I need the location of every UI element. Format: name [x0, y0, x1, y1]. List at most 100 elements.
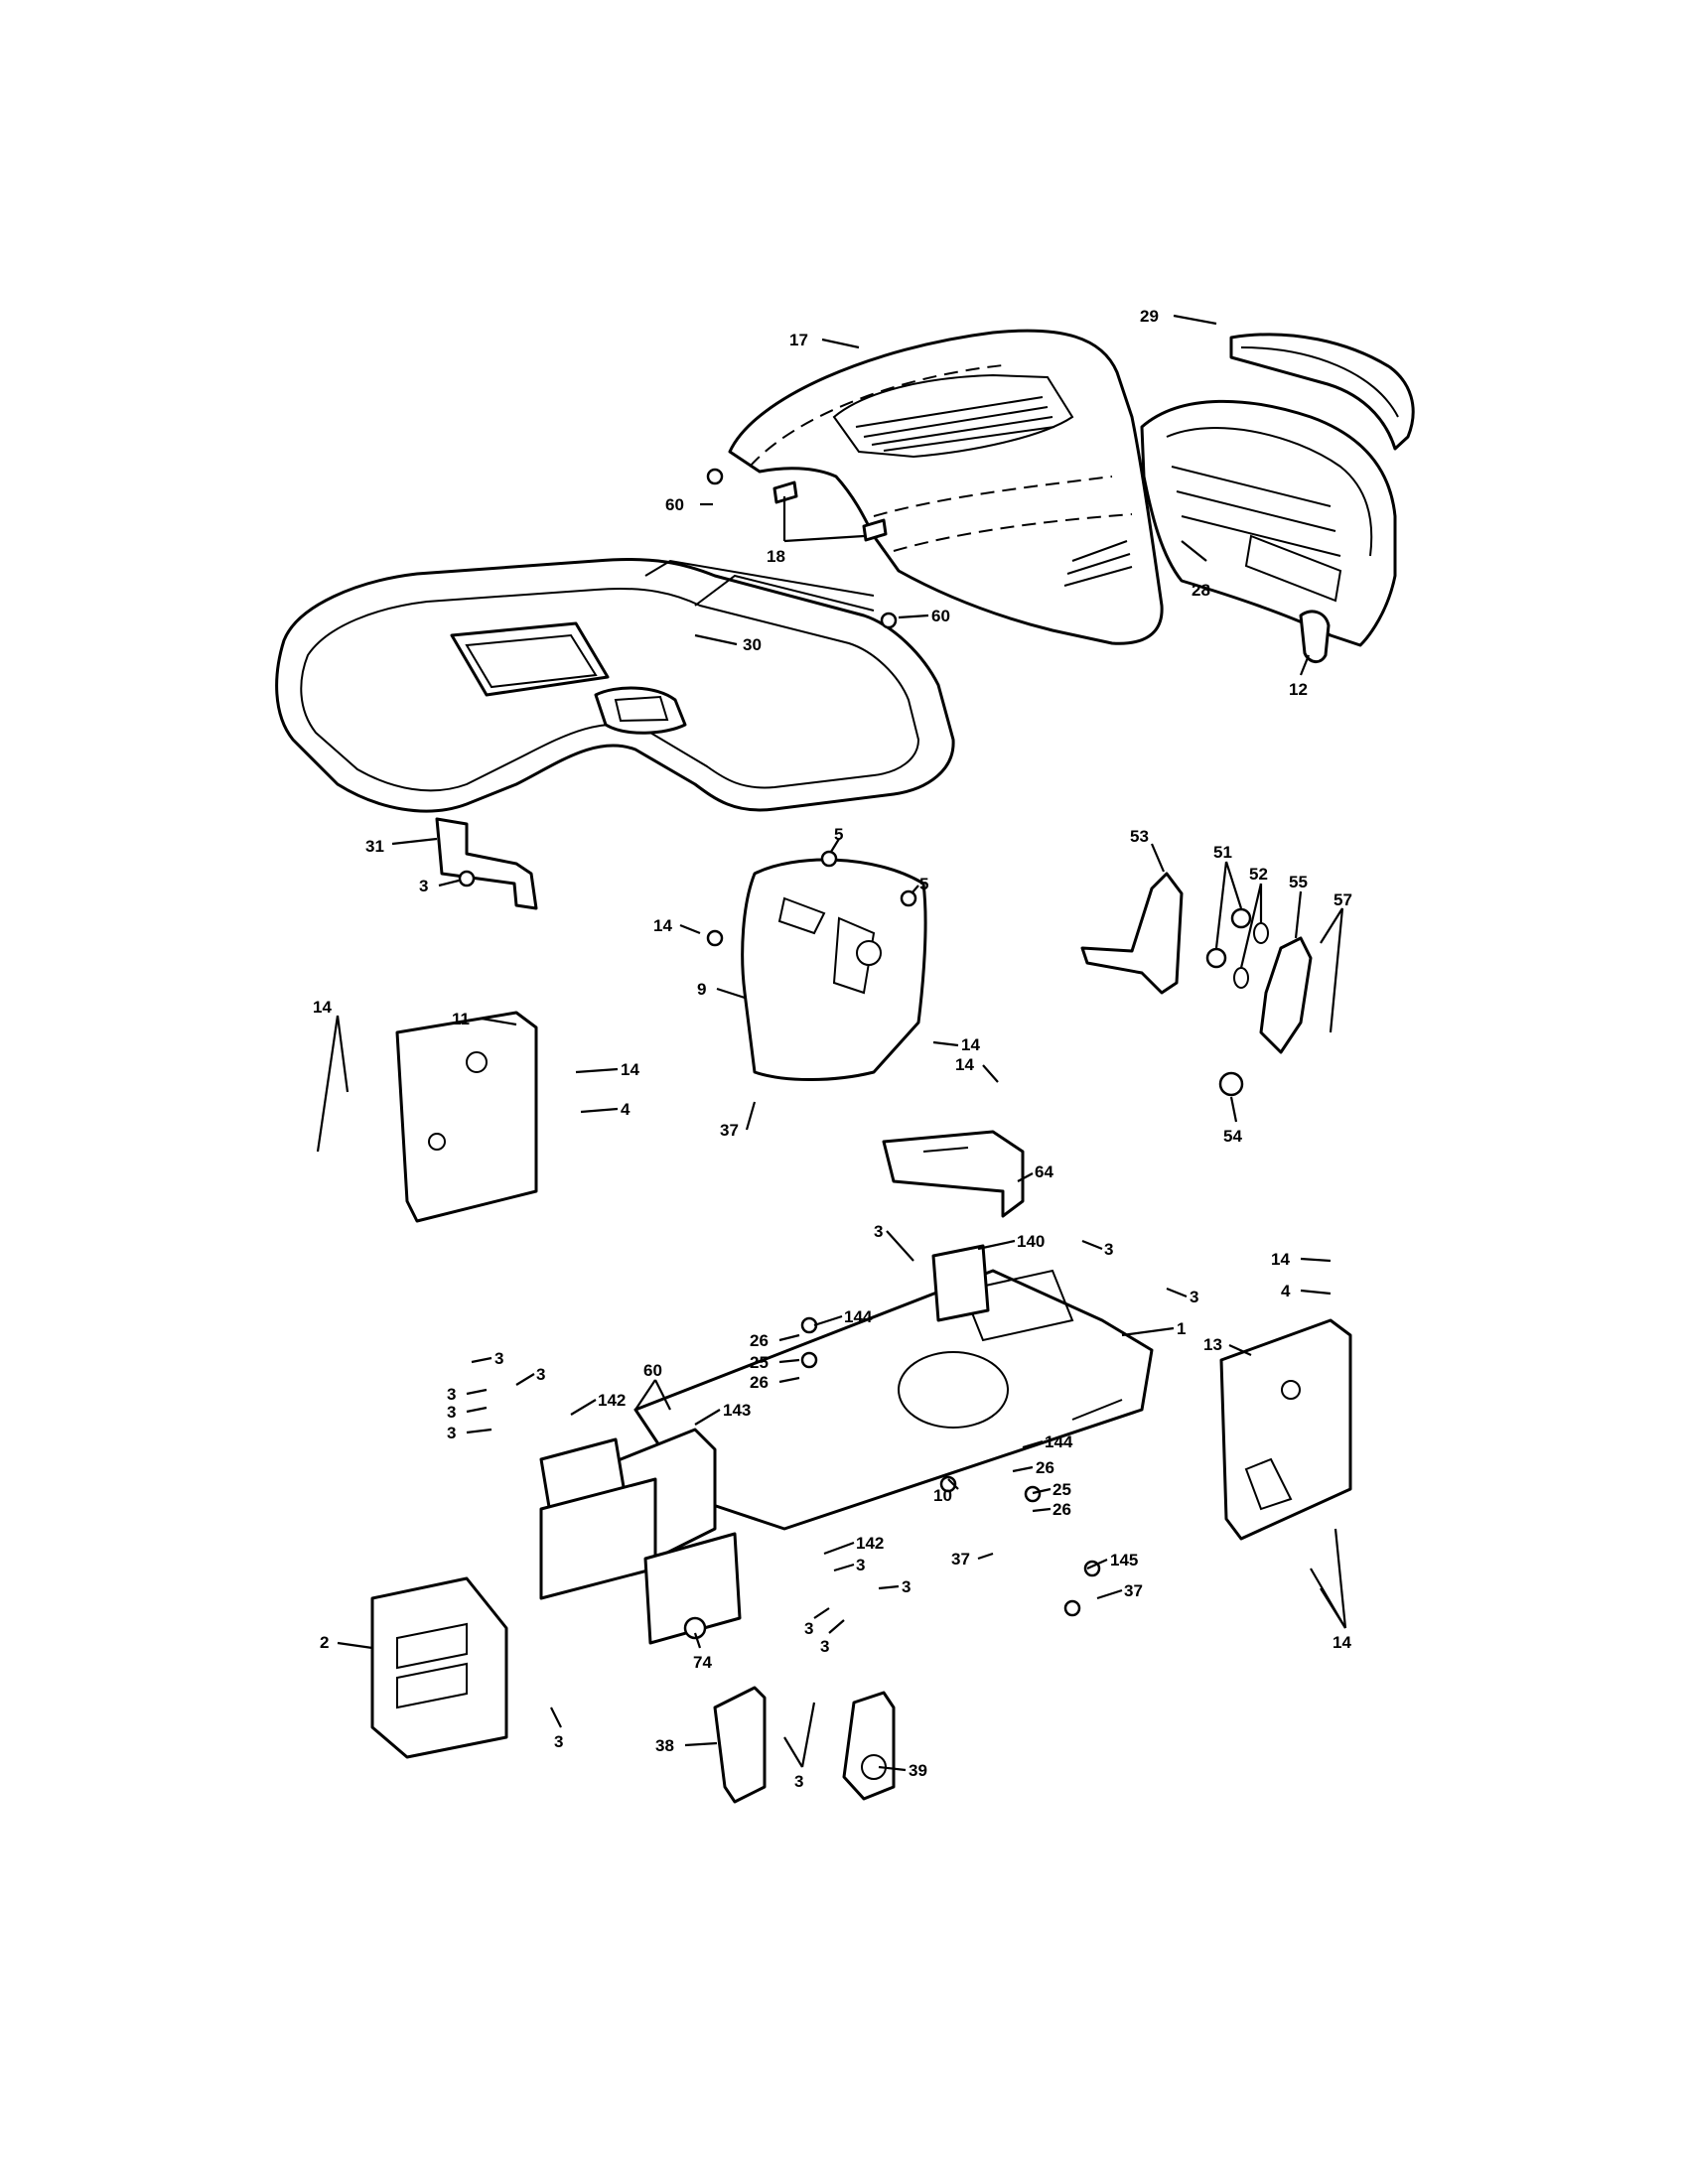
- hood-drawing: [728, 329, 1164, 645]
- callout-label: 38: [655, 1736, 674, 1755]
- callout-18: 18: [767, 496, 865, 566]
- callout-label: 14: [313, 998, 332, 1017]
- callout-label: 5: [834, 825, 843, 844]
- callout-label: 3: [447, 1385, 456, 1404]
- callout-label: 2: [320, 1633, 329, 1652]
- callout-label: 28: [1192, 581, 1210, 600]
- callout-4-a: 4: [580, 1100, 631, 1119]
- callout-label: 31: [365, 837, 384, 856]
- callout-label: 60: [665, 495, 684, 514]
- callout-label: 39: [909, 1761, 927, 1780]
- callout-64: 64: [1017, 1162, 1053, 1182]
- fender-pan-drawing: [275, 558, 955, 813]
- callout-label: 1: [1177, 1319, 1186, 1338]
- callout-label: 3: [794, 1772, 803, 1791]
- callout-145: 145: [1086, 1551, 1138, 1570]
- callout-label: 52: [1249, 865, 1268, 884]
- callout-52: 52: [1239, 865, 1268, 969]
- callout-label: 3: [494, 1349, 503, 1368]
- pedal-linkage-drawing: [1080, 872, 1313, 1097]
- callout-3-l: 3: [804, 1607, 830, 1638]
- callout-3-g: 3: [447, 1385, 488, 1404]
- callout-label: 25: [750, 1353, 769, 1372]
- callout-29: 29: [1140, 307, 1217, 326]
- callout-14-e: 14: [955, 1055, 999, 1083]
- callout-label: 3: [1190, 1288, 1198, 1306]
- callout-142-a: 142: [570, 1391, 626, 1416]
- callout-57: 57: [1320, 890, 1352, 1033]
- callout-3-f: 3: [515, 1365, 545, 1386]
- callout-60-top: 60: [665, 495, 713, 514]
- callout-14-a: 14: [653, 916, 701, 935]
- callout-label: 30: [743, 635, 762, 654]
- callout-label: 26: [750, 1373, 769, 1392]
- callout-26-a: 26: [750, 1331, 800, 1350]
- callout-26-c: 26: [1012, 1458, 1054, 1477]
- callout-label: 26: [750, 1331, 769, 1350]
- callout-37-c: 37: [1096, 1581, 1143, 1600]
- callout-label: 25: [1052, 1480, 1071, 1499]
- rear-plate-2-drawing: [370, 1576, 508, 1759]
- callout-label: 37: [720, 1121, 739, 1140]
- callout-label: 3: [902, 1577, 911, 1596]
- callout-14-f: 14: [1271, 1250, 1332, 1269]
- side-panel-13-drawing: [1219, 1318, 1352, 1541]
- callout-label: 26: [1052, 1500, 1071, 1519]
- callout-37-a: 37: [720, 1101, 757, 1140]
- callout-label: 57: [1333, 890, 1352, 909]
- callout-label: 12: [1289, 680, 1308, 699]
- pedal-bracket-drawing: [882, 1130, 1025, 1218]
- callout-label: 3: [554, 1732, 563, 1751]
- callout-label: 14: [1271, 1250, 1290, 1269]
- callout-3-h: 3: [447, 1403, 488, 1422]
- fastener-drawings: [458, 468, 1101, 1640]
- callout-14-b: 14: [932, 1035, 980, 1054]
- front-plate-drawing: [931, 1244, 990, 1322]
- callout-label: 142: [856, 1534, 884, 1553]
- callout-label: 3: [856, 1556, 865, 1574]
- callout-label: 60: [931, 607, 950, 625]
- grille-drawing: [1140, 399, 1397, 647]
- callout-11: 11: [452, 1010, 517, 1028]
- callout-label: 37: [951, 1550, 970, 1569]
- callout-label: 5: [919, 875, 928, 893]
- callout-label: 3: [447, 1403, 456, 1422]
- callout-label: 14: [1333, 1633, 1351, 1652]
- callout-label: 3: [804, 1619, 813, 1638]
- callout-4-b: 4: [1281, 1282, 1332, 1300]
- callout-label: 37: [1124, 1581, 1143, 1600]
- main-frame-drawing: [594, 1269, 1154, 1570]
- callout-14-c: 14: [313, 998, 350, 1153]
- callout-3-k: 3: [878, 1577, 911, 1596]
- callout-74: 74: [693, 1632, 712, 1672]
- bracket-38-39-drawing: [713, 1686, 896, 1804]
- callout-26-b: 26: [750, 1373, 800, 1392]
- callout-3-m: 3: [820, 1619, 845, 1656]
- callout-label: 14: [961, 1035, 980, 1054]
- callout-143: 143: [694, 1401, 751, 1426]
- callout-label: 74: [693, 1653, 712, 1672]
- callout-label: 142: [598, 1391, 626, 1410]
- callout-3-n: 3: [550, 1706, 563, 1751]
- callout-label: 3: [1104, 1240, 1113, 1259]
- rear-plates-drawing: [539, 1437, 742, 1645]
- side-panel-11-drawing: [395, 1011, 538, 1223]
- callout-label: 53: [1130, 827, 1149, 846]
- callout-140: 140: [977, 1232, 1045, 1251]
- callout-label: 64: [1035, 1162, 1053, 1181]
- callout-51: 51: [1213, 843, 1243, 949]
- callout-12: 12: [1289, 654, 1311, 699]
- callout-label: 4: [1281, 1282, 1291, 1300]
- callout-label: 54: [1223, 1127, 1242, 1146]
- callout-label: 18: [767, 547, 785, 566]
- callout-25-b: 25: [1032, 1480, 1071, 1499]
- callout-54: 54: [1223, 1096, 1242, 1146]
- callout-2: 2: [320, 1633, 373, 1652]
- callout-label: 140: [1017, 1232, 1045, 1251]
- callout-3-d: 3: [1166, 1287, 1198, 1306]
- callout-5-b: 5: [911, 875, 928, 894]
- callout-label: 17: [789, 331, 808, 349]
- callout-17: 17: [789, 331, 860, 349]
- grille-strip-drawing: [1229, 333, 1415, 451]
- callout-14-g: 14: [1310, 1528, 1351, 1652]
